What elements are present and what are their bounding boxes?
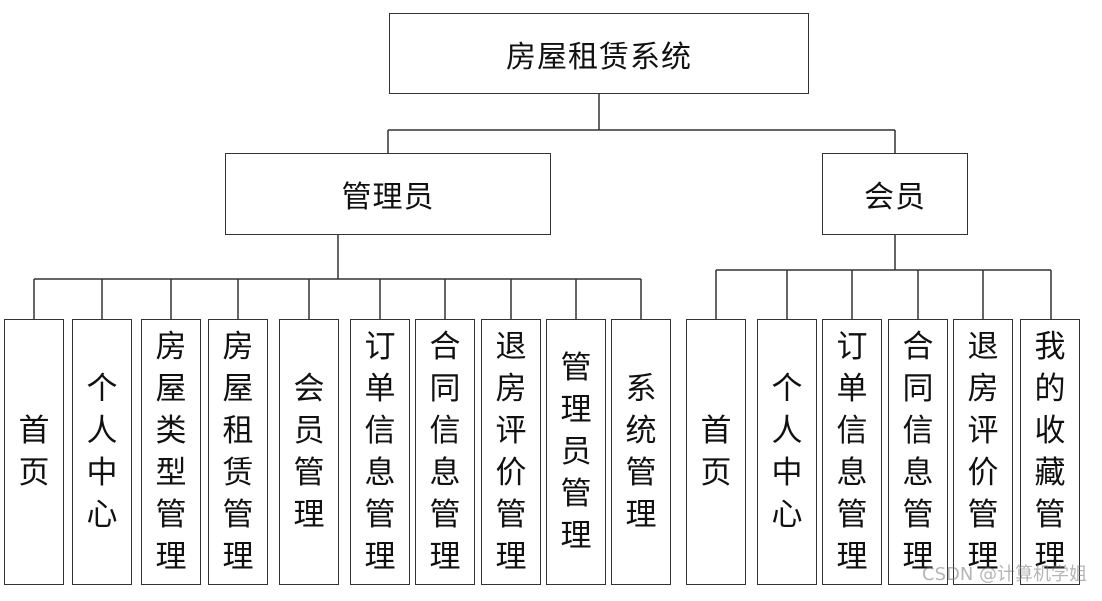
leaf-label: 房屋类型管理 (155, 329, 187, 575)
admin-leaf-order: 订单信息管理 (350, 319, 410, 585)
admin-leaf-admin: 管理员管理 (546, 319, 606, 585)
leaf-label: 首页 (18, 413, 50, 491)
admin-leaf-profile: 个人中心 (72, 319, 132, 585)
member-label: 会员 (864, 180, 926, 215)
leaf-label: 个人中心 (771, 371, 803, 533)
root-node: 房屋租赁系统 (389, 13, 809, 94)
leaf-label: 退房评价管理 (967, 329, 999, 575)
admin-leaf-member: 会员管理 (279, 319, 339, 585)
member-leaf-contract: 合同信息管理 (888, 319, 948, 585)
leaf-label: 首页 (700, 413, 732, 491)
member-leaf-order: 订单信息管理 (822, 319, 882, 585)
leaf-label: 订单信息管理 (364, 329, 396, 575)
member-leaf-checkout-review: 退房评价管理 (953, 319, 1013, 585)
watermark: CSDN @计算机学姐 (922, 564, 1088, 585)
admin-label: 管理员 (341, 180, 435, 215)
root-label: 房屋租赁系统 (506, 39, 692, 75)
leaf-label: 合同信息管理 (429, 329, 461, 575)
leaf-label: 系统管理 (625, 371, 657, 533)
admin-leaf-contract: 合同信息管理 (415, 319, 475, 585)
admin-node: 管理员 (225, 153, 551, 235)
admin-leaf-home: 首页 (4, 319, 64, 585)
leaf-label: 退房评价管理 (495, 329, 527, 575)
leaf-label: 订单信息管理 (836, 329, 868, 575)
leaf-label: 我的收藏管理 (1034, 329, 1066, 575)
admin-leaf-checkout-review: 退房评价管理 (481, 319, 541, 585)
leaf-label: 会员管理 (293, 371, 325, 533)
admin-leaf-house-rental: 房屋租赁管理 (208, 319, 268, 585)
leaf-label: 个人中心 (86, 371, 118, 533)
leaf-label: 房屋租赁管理 (222, 329, 254, 575)
admin-leaf-house-type: 房屋类型管理 (141, 319, 201, 585)
member-leaf-home: 首页 (686, 319, 746, 585)
member-leaf-favorites: 我的收藏管理 (1020, 319, 1080, 585)
leaf-label: 合同信息管理 (902, 329, 934, 575)
admin-leaf-system: 系统管理 (611, 319, 671, 585)
leaf-label: 管理员管理 (560, 350, 592, 554)
member-leaf-profile: 个人中心 (757, 319, 817, 585)
member-node: 会员 (822, 153, 968, 235)
